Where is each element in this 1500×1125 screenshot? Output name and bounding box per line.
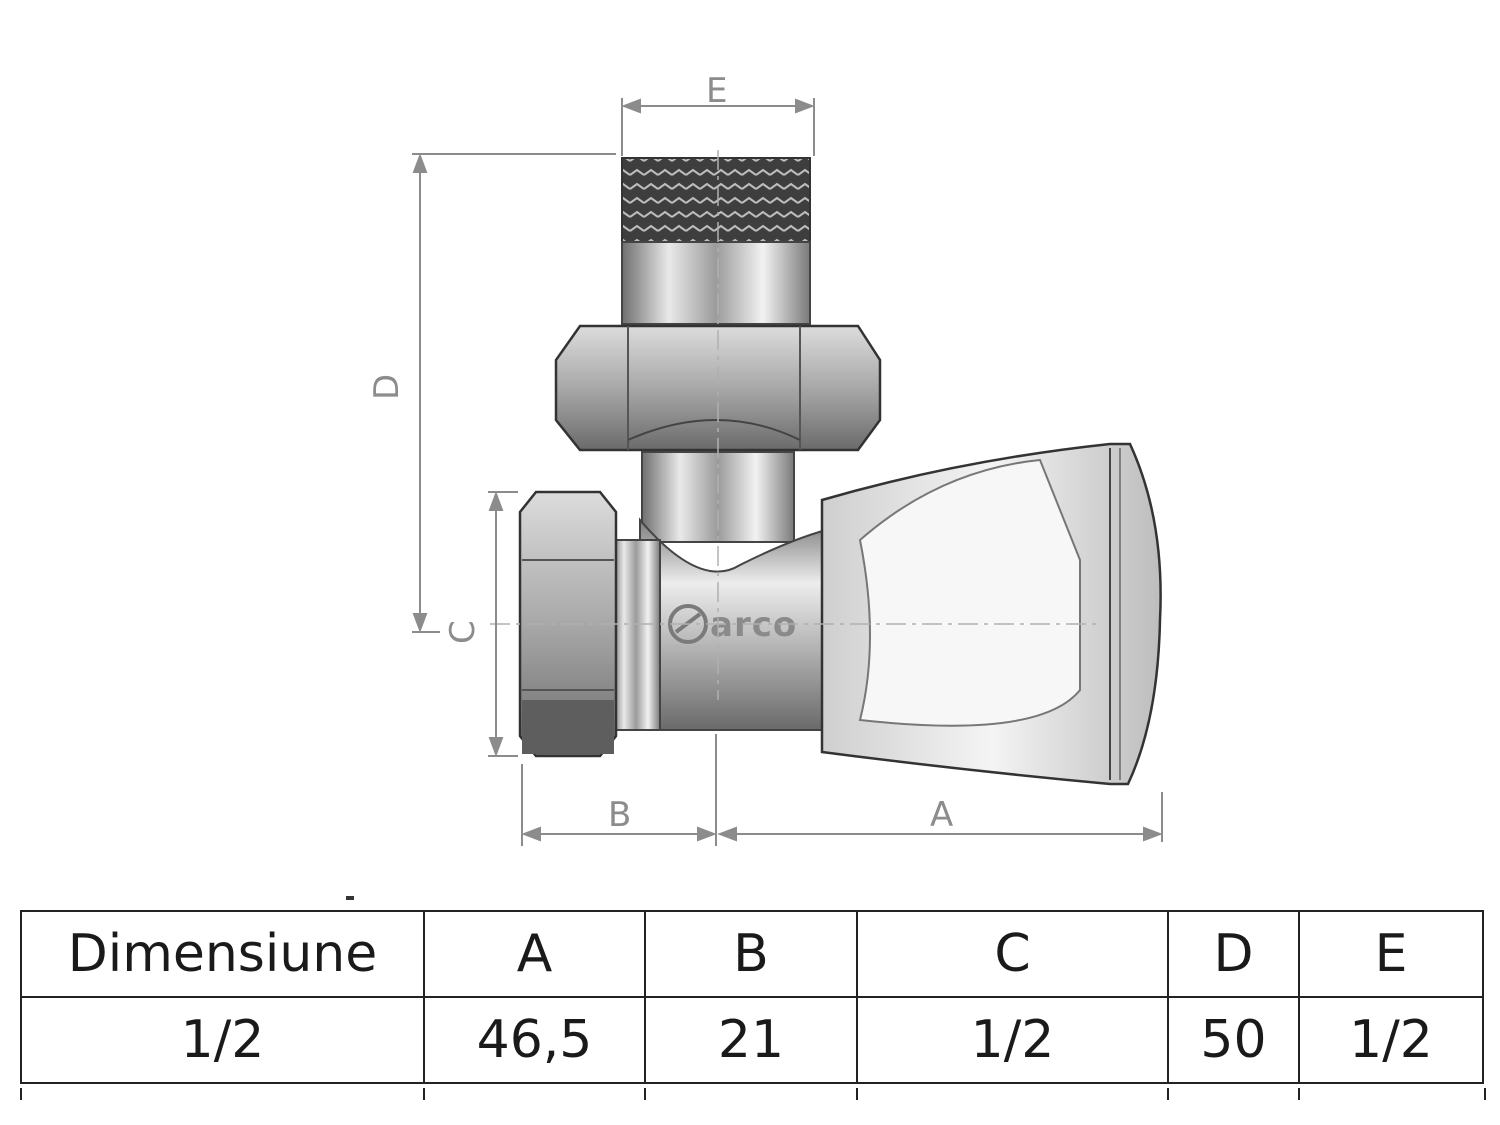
- table-cell: 46,5: [423, 996, 646, 1084]
- horizontal-body: [611, 517, 827, 731]
- table-cell: 1/2: [1298, 996, 1484, 1084]
- brand-logo: arco: [668, 604, 797, 645]
- dimension-label-a: A: [930, 795, 953, 835]
- table-header-cell: B: [644, 910, 858, 998]
- valve-handle: [820, 442, 1162, 786]
- table-header-cell: C: [856, 910, 1169, 998]
- table-header-cell: Dimensiune: [20, 910, 425, 998]
- table-cut-edge: [20, 1088, 1486, 1100]
- union-hex-nut: [554, 324, 882, 452]
- table-header-cell: A: [423, 910, 646, 998]
- table-cell: 50: [1167, 996, 1300, 1084]
- table-header-cell: D: [1167, 910, 1300, 998]
- dimension-label-e: E: [706, 71, 727, 111]
- dimension-c: C: [443, 491, 518, 757]
- thread-neck: [621, 241, 811, 325]
- dimension-e: E: [621, 71, 815, 156]
- female-hex-connector: [518, 490, 618, 758]
- dimension-label-d: D: [367, 374, 407, 400]
- table-cell: 1/2: [20, 996, 425, 1084]
- male-thread: [621, 157, 811, 243]
- table-header-row: Dimensiune A B C D E: [20, 910, 1484, 998]
- dimension-d: D: [367, 153, 616, 633]
- dimension-label-c: C: [443, 620, 483, 644]
- table-cell: 1/2: [856, 996, 1169, 1084]
- table-row: 1/2 46,5 21 1/2 50 1/2: [20, 996, 1484, 1084]
- dimension-table: Dimensiune A B C D E 1/2 46,5 21 1/2 50 …: [20, 910, 1484, 1084]
- table-header-cell: E: [1298, 910, 1484, 998]
- table-cell: 21: [644, 996, 858, 1084]
- scan-artifact: [346, 896, 354, 900]
- dimension-label-b: B: [608, 795, 631, 835]
- dimension-b: B: [521, 734, 717, 846]
- valve-technical-drawing: arco E D C B: [367, 71, 1163, 846]
- dimension-a: A: [717, 792, 1163, 842]
- brand-text: arco: [710, 605, 797, 645]
